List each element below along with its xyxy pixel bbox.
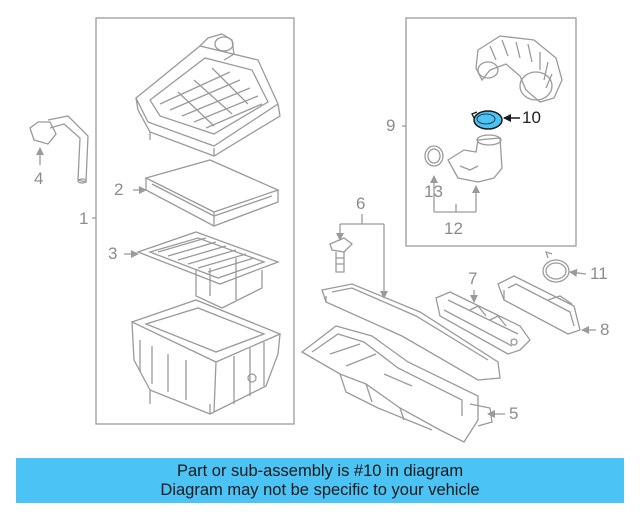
seal-part-10-highlighted[interactable] [471,110,520,130]
leader-lines [36,125,596,418]
callout-6[interactable]: 6 [356,194,366,213]
air-filter-frame [136,231,280,309]
callout-7[interactable]: 7 [468,269,478,288]
callout-4[interactable]: 4 [34,169,44,188]
callout-9[interactable]: 9 [386,116,396,135]
callout-13[interactable]: 13 [424,182,443,201]
intake-elbow [447,134,503,183]
inlet-duct [497,275,581,335]
air-cleaner-housing [130,299,282,415]
info-banner: Part or sub-assembly is #10 in diagram D… [16,458,624,503]
banner-line-part: Part or sub-assembly is #10 in diagram [176,461,464,480]
mounting-bolt [329,237,353,273]
callout-11[interactable]: 11 [590,264,608,283]
hose-clamp-11 [542,250,570,283]
resonator [321,283,501,381]
banner-line-disclaimer: Diagram may not be specific to your vehi… [160,480,480,499]
callout-2[interactable]: 2 [114,180,124,199]
intake-hose [475,35,563,103]
intake-lower-duct [300,325,493,443]
callout-3[interactable]: 3 [108,244,118,263]
air-cleaner-cover [135,33,281,157]
sensor-bracket [435,291,531,355]
callout-5[interactable]: 5 [509,404,519,423]
air-filter-element [144,159,280,227]
group-box-air-cleaner [95,17,295,425]
o-ring-13 [424,145,444,167]
callout-1[interactable]: 1 [79,209,89,228]
callout-12[interactable]: 12 [444,219,463,238]
group-box-intake-duct [405,17,577,247]
breather-hose [29,115,89,184]
callout-8[interactable]: 8 [600,320,610,339]
callout-10[interactable]: 10 [522,108,541,127]
